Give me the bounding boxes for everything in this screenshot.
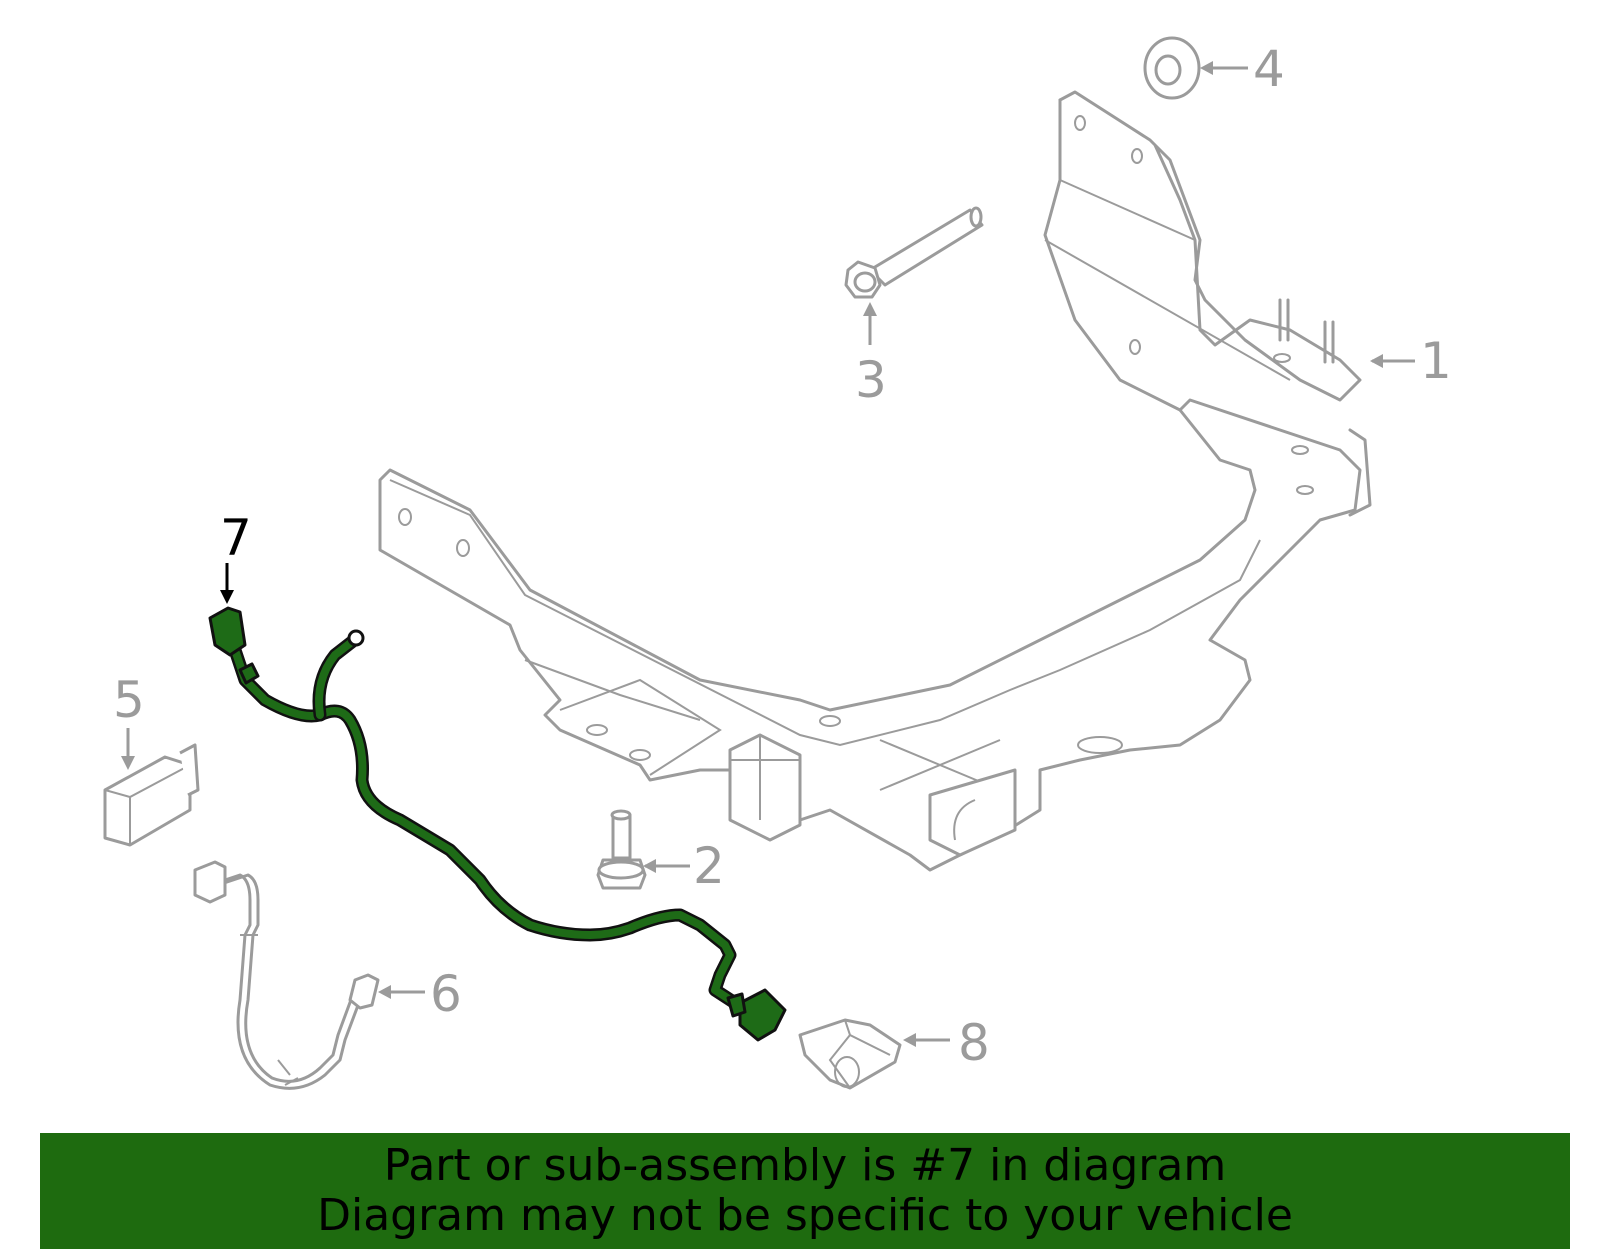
callout-number-5: 5 — [113, 671, 145, 729]
plug-part-8 — [798, 1018, 902, 1090]
jumper-harness-part-6 — [193, 860, 380, 1090]
callout-8: 8 — [903, 1014, 990, 1072]
callout-6: 6 — [378, 965, 462, 1023]
banner-line-part: Part or sub-assembly is #7 in diagram — [383, 1140, 1227, 1191]
callout-4: 4 — [1200, 40, 1285, 98]
callout-1: 1 — [1370, 332, 1452, 390]
callout-number-2: 2 — [693, 837, 725, 895]
callout-2: 2 — [643, 837, 725, 895]
trailer-hitch-assembly — [378, 90, 1372, 872]
callout-5: 5 — [113, 671, 145, 770]
callout-number-3: 3 — [855, 351, 887, 409]
nut-part-4 — [1143, 36, 1201, 100]
callout-number-1: 1 — [1420, 332, 1452, 390]
bolt-part-3 — [844, 206, 984, 299]
callout-3: 3 — [855, 302, 887, 409]
callout-number-4: 4 — [1253, 40, 1285, 98]
wiring-harness-part-7 — [208, 606, 787, 1042]
bolt-part-2 — [596, 809, 647, 890]
part-info-banner: Part or sub-assembly is #7 in diagram Di… — [40, 1133, 1570, 1249]
callout-7: 7 — [220, 509, 252, 604]
callout-number-6: 6 — [430, 965, 462, 1023]
callout-number-8: 8 — [958, 1014, 990, 1072]
module-part-5 — [103, 743, 200, 847]
banner-line-disclaimer: Diagram may not be specific to your vehi… — [317, 1190, 1293, 1241]
callout-number-7: 7 — [220, 509, 252, 567]
